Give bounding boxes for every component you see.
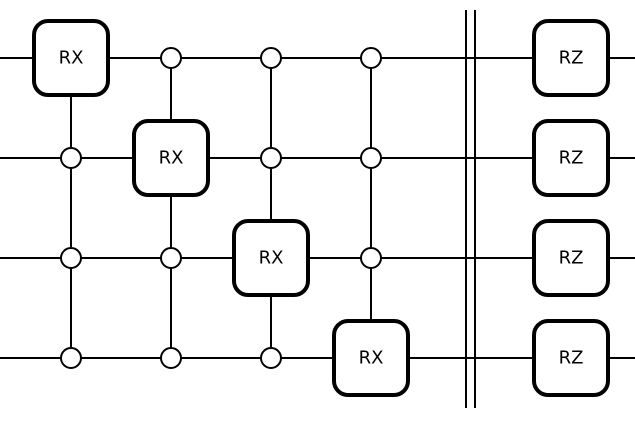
rz-gate-3: RZ [532, 219, 610, 297]
control-nodes-layer [60, 47, 382, 369]
control-node [360, 147, 382, 169]
rz-gate-4: RZ [532, 319, 610, 397]
rx-gate-3-box [232, 219, 310, 297]
control-node [160, 47, 182, 69]
rx-gate-2-box [132, 119, 210, 197]
control-node [60, 347, 82, 369]
rx-gate-4-box [332, 319, 410, 397]
control-node [160, 247, 182, 269]
rz-gate-4-label: RZ [559, 348, 584, 369]
control-node [260, 47, 282, 69]
rz-gate-2: RZ [532, 119, 610, 197]
rx-gate-2: RX [132, 119, 210, 197]
control-node [360, 247, 382, 269]
rx-gate-3-label: RX [259, 248, 284, 269]
control-node [160, 347, 182, 369]
control-node [60, 247, 82, 269]
control-node [260, 147, 282, 169]
gates-layer: RX RX RX RX RZ RZ RZ RZ [32, 19, 610, 397]
control-node [260, 347, 282, 369]
rz-gate-2-label: RZ [559, 148, 584, 169]
rx-gate-3: RX [232, 219, 310, 297]
rx-gate-1-box [32, 19, 110, 97]
control-node [360, 47, 382, 69]
rz-gate-4-box [532, 319, 610, 397]
rz-gate-3-box [532, 219, 610, 297]
wires-layer [0, 57, 635, 359]
barrier-layer [465, 10, 476, 408]
rx-gate-2-label: RX [159, 148, 184, 169]
control-links-layer [70, 58, 372, 358]
rz-gate-1-box [532, 19, 610, 97]
rx-gate-1-label: RX [59, 48, 84, 69]
rz-gate-2-box [532, 119, 610, 197]
control-node [60, 147, 82, 169]
rx-gate-1: RX [32, 19, 110, 97]
rx-gate-4: RX [332, 319, 410, 397]
rz-gate-1-label: RZ [559, 48, 584, 69]
rz-gate-1: RZ [532, 19, 610, 97]
rx-gate-4-label: RX [359, 348, 384, 369]
rz-gate-3-label: RZ [559, 248, 584, 269]
